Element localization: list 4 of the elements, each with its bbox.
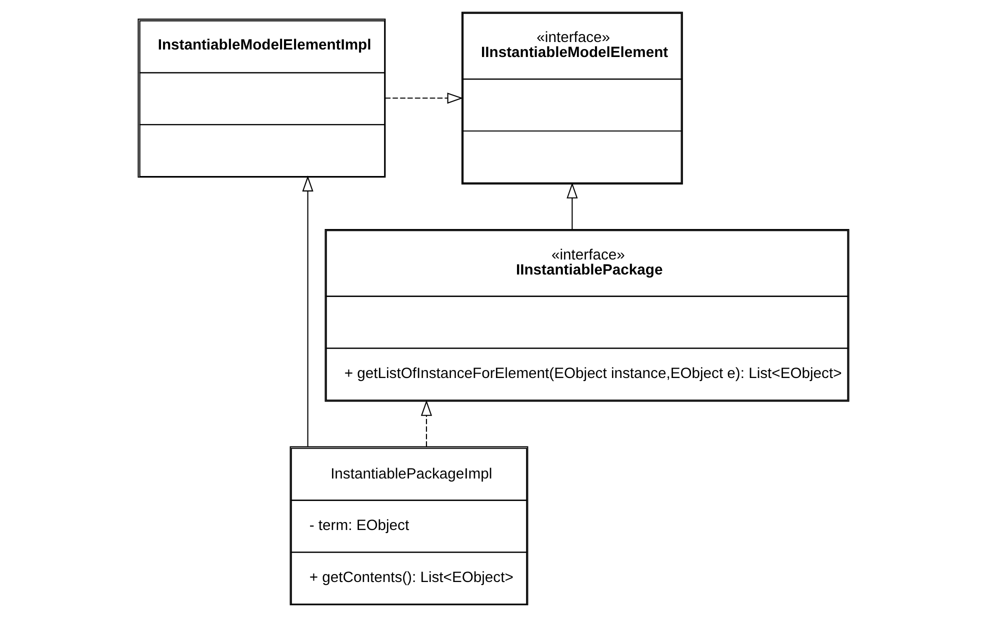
arrow <box>420 400 432 447</box>
arrow <box>566 182 578 230</box>
arrow <box>384 92 463 104</box>
arrow <box>302 176 313 446</box>
